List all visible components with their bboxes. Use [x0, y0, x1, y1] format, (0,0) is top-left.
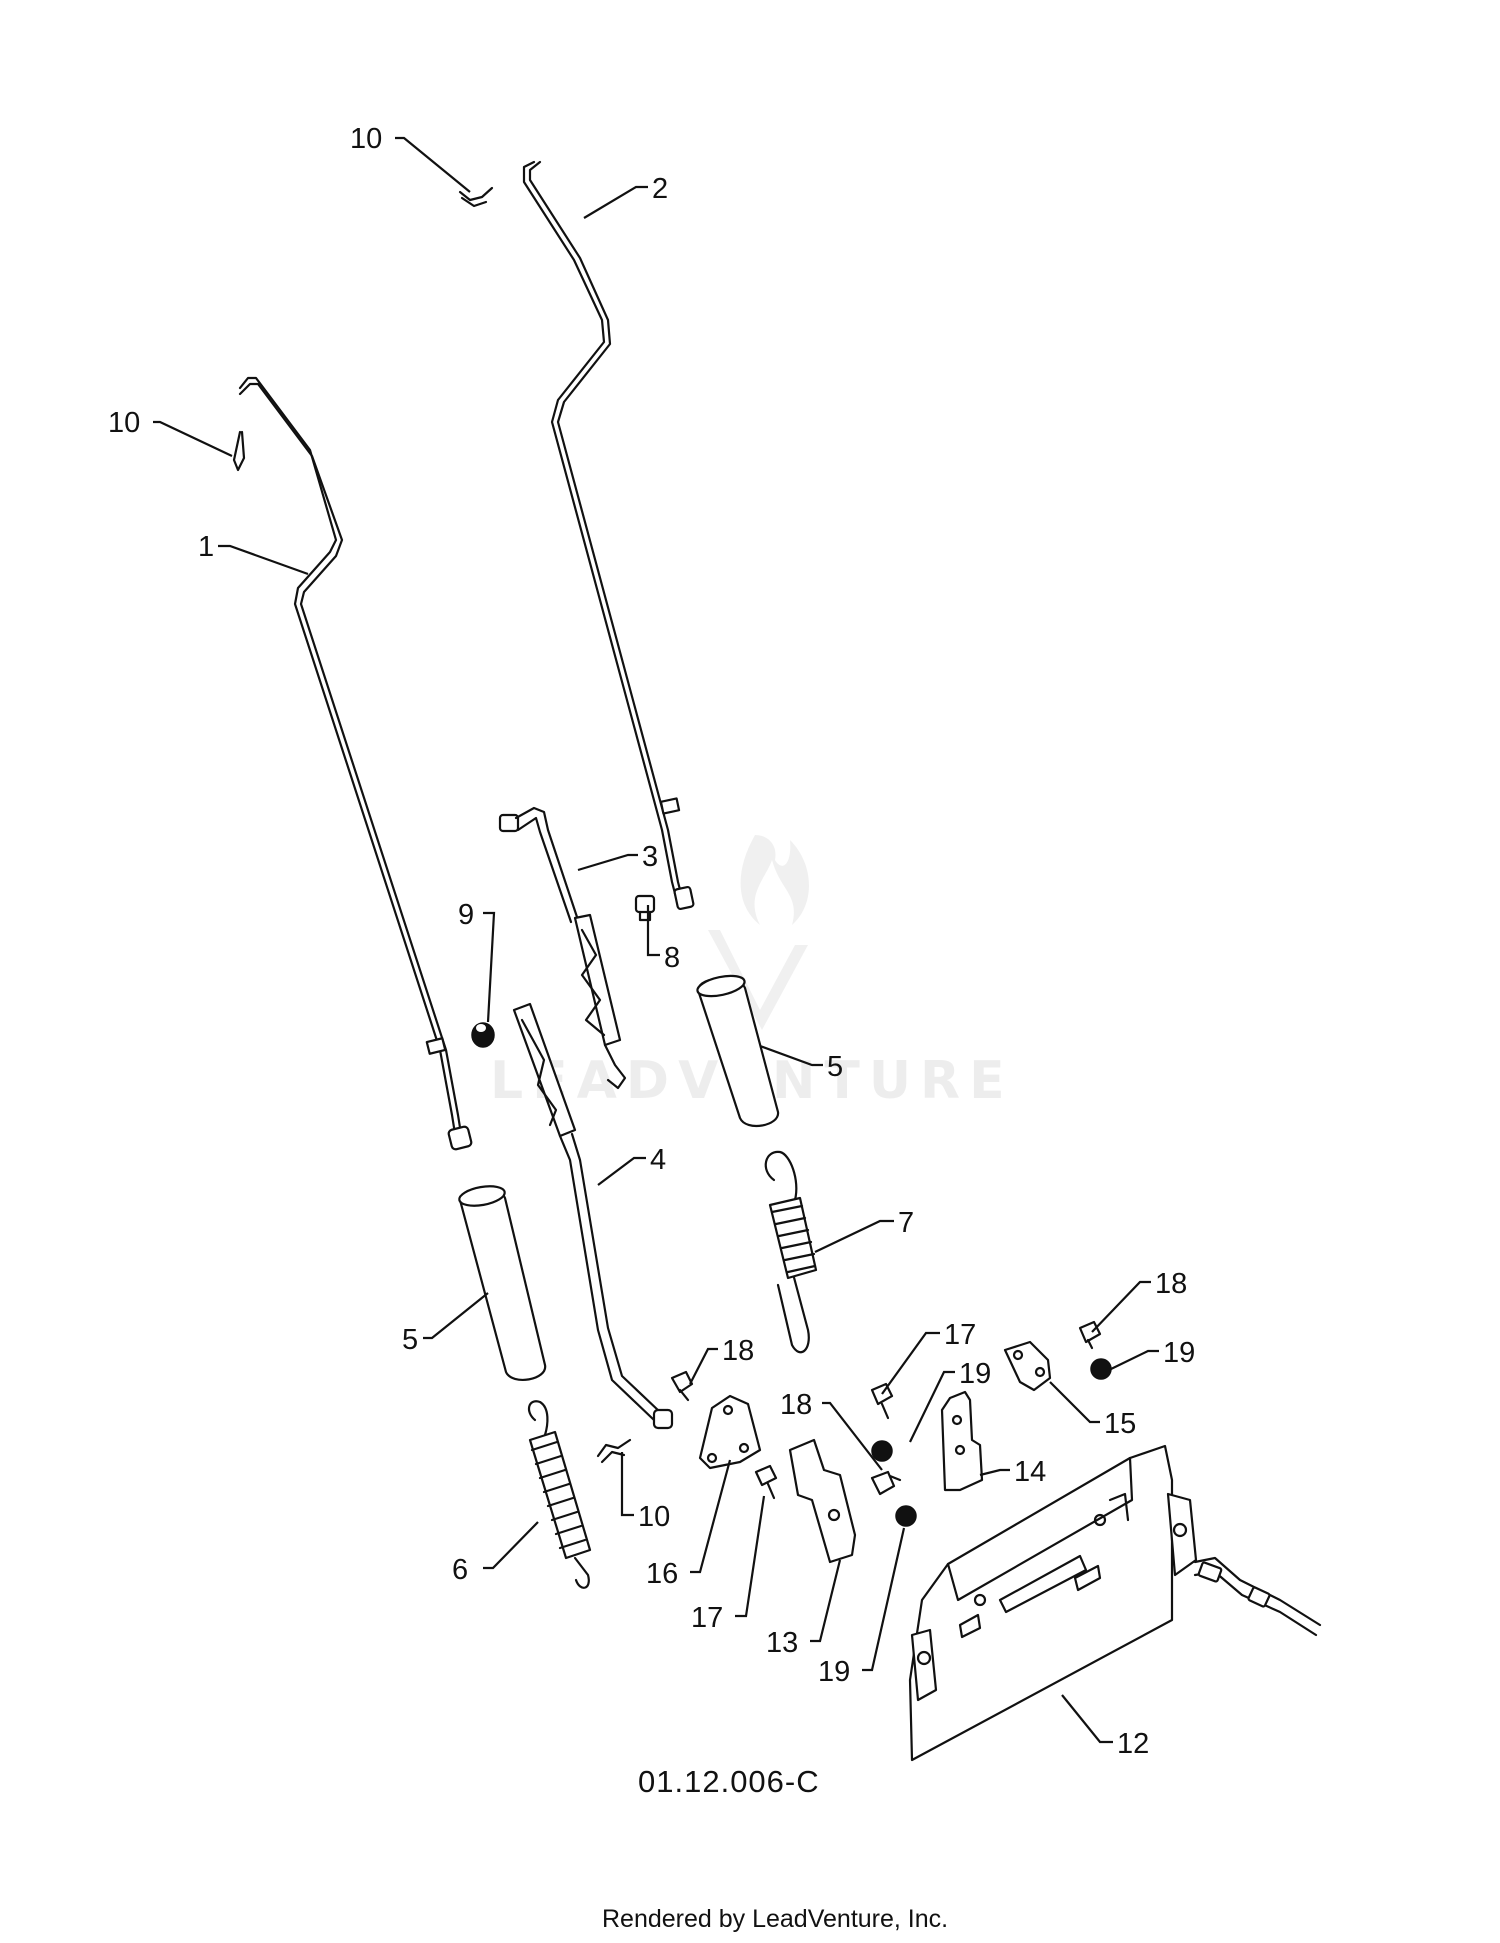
part-17-bolt-a: [754, 1464, 778, 1500]
callout-15: 15: [1104, 1408, 1136, 1440]
part-7-spring: [764, 1150, 818, 1354]
callout-1: 1: [198, 531, 214, 563]
part-18-bolt-b: [870, 1470, 902, 1496]
footer-credit: Rendered by LeadVenture, Inc.: [602, 1905, 948, 1933]
part-18-bolt-c: [1078, 1320, 1102, 1350]
part-12-plate: [908, 1444, 1322, 1762]
callout-18: 18: [780, 1389, 812, 1421]
callout-8: 8: [664, 942, 680, 974]
part-8-bolt: [634, 894, 656, 922]
callout-10: 10: [108, 407, 140, 439]
part-18-bolt-a: [670, 1370, 694, 1402]
callout-2: 2: [652, 173, 668, 205]
part-14-bracket: [940, 1390, 984, 1492]
part-2-rod: [522, 160, 695, 910]
diagram-id: 01.12.006-C: [638, 1764, 820, 1799]
part-13-bracket: [788, 1438, 857, 1564]
callout-10: 10: [638, 1501, 670, 1533]
part-6-spring: [527, 1400, 592, 1589]
callout-10: 10: [350, 123, 382, 155]
callouts: 10 2 10 1 3 9 8 5 4 7 5 18 18 19 17 19 1…: [108, 123, 1195, 1760]
callout-14: 14: [1014, 1456, 1046, 1488]
callout-18: 18: [1155, 1268, 1187, 1300]
part-10-clip-bottom: [596, 1438, 632, 1464]
part-19-nut-b: [895, 1505, 917, 1527]
callout-17: 17: [944, 1319, 976, 1351]
part-16-plate: [698, 1394, 762, 1470]
part-9-nut: [471, 1022, 495, 1048]
leader-lines: [153, 136, 1159, 1744]
callout-13: 13: [766, 1627, 798, 1659]
part-10-clip-left: [232, 430, 246, 472]
callout-7: 7: [898, 1207, 914, 1239]
part-17-bolt-b: [870, 1382, 894, 1420]
part-1-rod: [238, 376, 473, 1151]
callout-19: 19: [1163, 1337, 1195, 1369]
part-15-plate: [1003, 1340, 1052, 1392]
part-5-sleeve-lower: [458, 1185, 547, 1381]
callout-5: 5: [402, 1324, 418, 1356]
callout-9: 9: [458, 899, 474, 931]
callout-17: 17: [691, 1602, 723, 1634]
callout-12: 12: [1117, 1728, 1149, 1760]
callout-19: 19: [959, 1358, 991, 1390]
callout-16: 16: [646, 1558, 678, 1590]
callout-4: 4: [650, 1144, 666, 1176]
callout-5: 5: [827, 1051, 843, 1083]
callout-6: 6: [452, 1554, 468, 1586]
part-4-linkage: [512, 1002, 674, 1430]
callout-18: 18: [722, 1335, 754, 1367]
part-19-nut-c: [1090, 1358, 1112, 1380]
part-10-clip-top: [458, 186, 494, 208]
part-3-linkage: [498, 806, 627, 1090]
part-19-nut-a: [871, 1440, 893, 1462]
part-5-sleeve-upper: [696, 974, 780, 1128]
callout-3: 3: [642, 841, 658, 873]
callout-19: 19: [818, 1656, 850, 1688]
